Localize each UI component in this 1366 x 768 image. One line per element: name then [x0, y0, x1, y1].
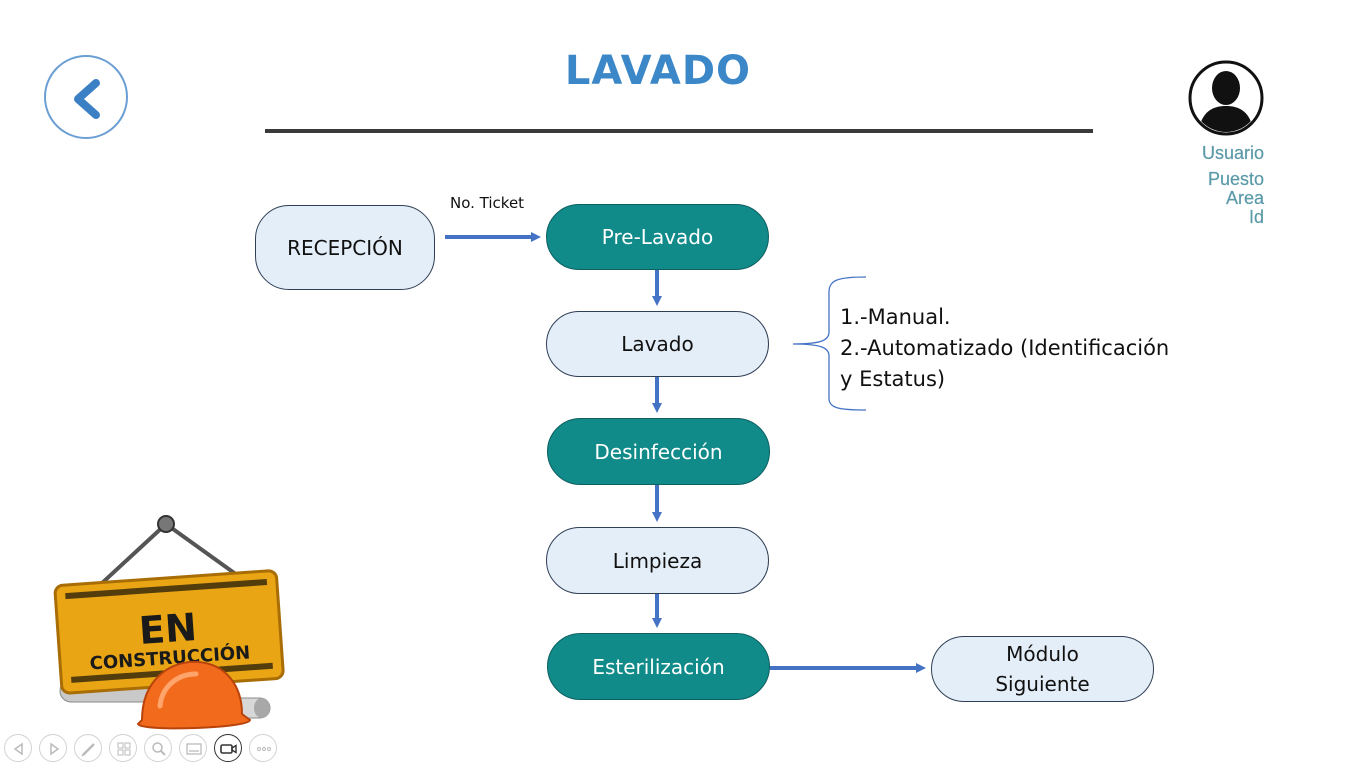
node-disinfection[interactable]: Desinfección — [547, 418, 770, 485]
node-next-module-label-2: Siguiente — [995, 672, 1090, 696]
under-construction-sign: EN CONSTRUCCIÓN — [53, 515, 285, 730]
more-icon — [257, 747, 271, 751]
prev-slide-button[interactable] — [4, 734, 32, 762]
back-button[interactable] — [44, 55, 128, 139]
node-wash-label: Lavado — [621, 332, 694, 356]
node-pre-wash[interactable]: Pre-Lavado — [546, 204, 769, 270]
node-wash[interactable]: Lavado — [546, 311, 769, 377]
prev-slide-icon — [13, 742, 23, 756]
node-cleaning-label: Limpieza — [612, 548, 703, 573]
node-reception[interactable]: RECEPCIÓN — [255, 205, 435, 290]
ticket-label: No. Ticket — [450, 194, 525, 212]
user-name-label: Usuario — [1201, 143, 1264, 163]
camera-button[interactable] — [214, 734, 242, 762]
title-divider — [265, 129, 1093, 133]
wash-note-line-3: y Estatus) — [840, 367, 946, 391]
zoom-button[interactable] — [144, 734, 172, 762]
slides-grid-icon — [117, 742, 131, 756]
node-next-module-label-1: Módulo — [1006, 642, 1079, 666]
wash-note: 1.-Manual. 2.-Automatizado (Identificaci… — [840, 302, 1200, 395]
node-pre-wash-label: Pre-Lavado — [601, 225, 714, 249]
wash-note-line-2: 2.-Automatizado (Identificación — [840, 336, 1170, 360]
subtitles-icon — [186, 743, 202, 755]
more-button[interactable] — [249, 734, 277, 762]
slides-grid-button[interactable] — [109, 734, 137, 762]
user-id-label: Id — [1248, 207, 1264, 227]
next-slide-icon — [50, 742, 60, 756]
subtitles-button[interactable] — [179, 734, 207, 762]
note-brace — [792, 276, 867, 411]
user-position-label: Puesto — [1207, 169, 1264, 189]
presentation-toolbar — [4, 734, 277, 764]
zoom-icon — [152, 742, 166, 756]
node-sterilization[interactable]: Esterilización — [547, 633, 770, 700]
page-title: LAVADO — [564, 48, 752, 94]
user-avatar-icon[interactable] — [1188, 60, 1264, 136]
pen-icon — [81, 743, 95, 757]
node-reception-label: RECEPCIÓN — [287, 235, 403, 260]
node-cleaning[interactable]: Limpieza — [546, 527, 769, 594]
node-sterilization-label: Esterilización — [592, 654, 725, 679]
sign-text-en: EN — [138, 605, 199, 653]
wash-note-line-1: 1.-Manual. — [840, 305, 951, 329]
user-area-label: Area — [1225, 188, 1264, 208]
camera-icon — [220, 744, 237, 754]
next-slide-button[interactable] — [39, 734, 67, 762]
pen-button[interactable] — [74, 734, 102, 762]
node-next-module[interactable]: Módulo Siguiente — [931, 636, 1154, 702]
chevron-left-icon — [74, 79, 100, 119]
node-disinfection-label: Desinfección — [594, 439, 723, 464]
